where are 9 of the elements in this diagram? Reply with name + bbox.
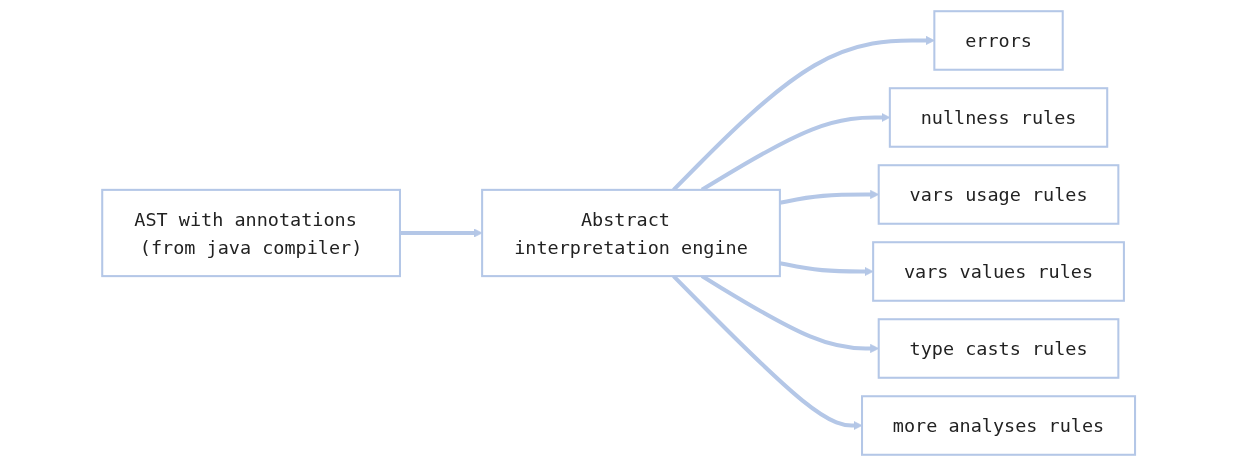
node-box: more analyses rules <box>861 395 1137 456</box>
node-box: type casts rules <box>878 318 1120 379</box>
node-box: vars values rules <box>872 241 1126 302</box>
arrow <box>400 228 483 238</box>
node-box: AST with annotations (from java compiler) <box>101 188 402 278</box>
node-box: errors <box>933 10 1065 71</box>
node-box: vars usage rules <box>878 164 1120 225</box>
node-box: nullness rules <box>889 87 1109 148</box>
node-box: Abstract interpretation engine <box>481 188 782 278</box>
